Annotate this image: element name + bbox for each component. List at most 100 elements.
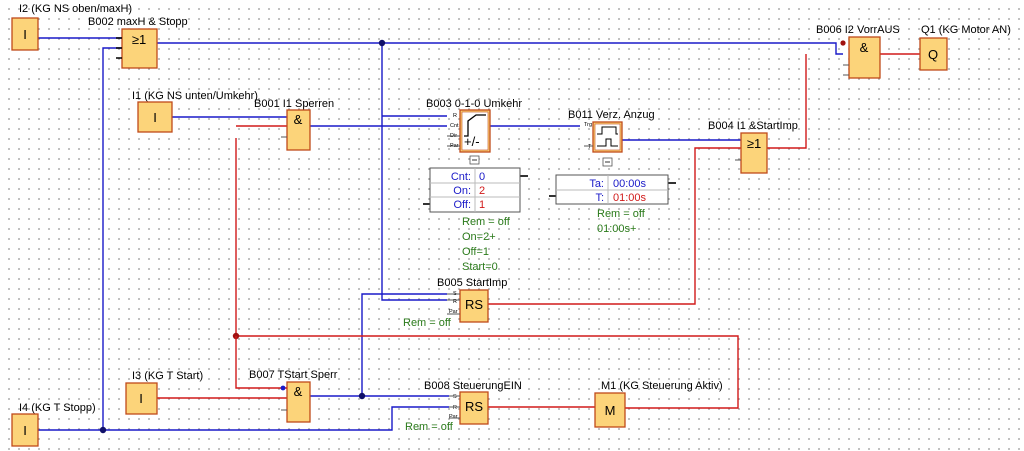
block-b005-label: B005 StartImp [437,277,507,289]
block-b003[interactable]: B003 0-1-0 Umkehr +/- R Cnt Dir Par Cnt:… [426,98,522,273]
block-b007[interactable]: B007 TStart Sperr & [235,336,338,423]
block-b006-body[interactable] [848,36,881,79]
pin-label: Cnt [450,123,459,129]
block-b011-note: 01:00s+ [597,223,636,235]
block-b003-note: Start=0 [462,261,498,273]
block-b003-note: Rem = off [462,216,511,228]
output-m1-block[interactable] [594,392,626,428]
param-key: Cnt: [451,171,471,183]
counter-plusminus-icon: +/- [464,134,480,149]
counter-icon [464,114,486,137]
block-b001-body[interactable] [286,109,311,151]
input-i1[interactable]: I1 (KG NS unten/Umkehr) I [132,90,258,133]
input-i3-symbol: I [139,391,143,406]
on-delay-icon [597,126,618,147]
output-q1-label: Q1 (KG Motor AN) [921,24,1011,36]
input-i1-block[interactable] [137,101,173,133]
block-b008[interactable]: B008 SteuerungEIN RS S R Par Rem = off [405,380,522,433]
block-b003-note: On=2+ [462,231,496,243]
block-b007-body[interactable] [286,381,311,423]
wire-m1-b001 [235,138,739,409]
input-i4-block[interactable] [11,413,39,447]
param-key: Off: [453,199,471,211]
wire-b007-b005 [361,293,447,396]
output-q1-symbol: Q [928,47,938,62]
param-value[interactable]: 1 [479,199,485,211]
block-b011[interactable]: B011 Verz. Anzug Trg T Ta: 00:00s T: 01:… [555,109,669,235]
input-i3-label: I3 (KG T Start) [132,370,203,382]
block-b008-note: Rem = off [405,421,454,433]
output-m1-label: M1 (KG Steuerung Aktiv) [601,380,723,392]
wire-b002-b006 [157,42,843,55]
block-b002-symbol: ≥1 [132,32,146,47]
input-i3[interactable]: I3 (KG T Start) I [125,370,203,415]
block-b008-symbol: RS [465,399,483,414]
param-value[interactable]: 00:00s [613,178,647,190]
pin-stubs [447,293,460,315]
input-i1-symbol: I [153,110,157,125]
input-i4[interactable]: I4 (KG T Stopp) I [11,402,96,447]
block-b004[interactable]: B004 I1 &StartImp ≥1 [708,120,798,174]
param-key: Ta: [589,178,604,190]
negation-dot [280,385,286,391]
block-b004-body[interactable] [740,132,768,174]
input-i3-block[interactable] [125,382,158,415]
block-b005-symbol: RS [465,297,483,312]
block-b003-label: B003 0-1-0 Umkehr [426,98,522,110]
pin-label: R [453,113,457,119]
block-b006-symbol: & [860,40,869,55]
pin-stubs [843,64,849,76]
block-b007-label: B007 TStart Sperr [249,369,338,381]
output-q1[interactable]: Q1 (KG Motor AN) Q [919,24,1011,71]
pin-label: R [453,299,457,305]
block-b008-label: B008 SteuerungEIN [424,380,522,392]
block-b006[interactable]: B006 I2 VorrAUS & [816,24,900,79]
block-b003-note: Off=1 [462,246,489,258]
param-value[interactable]: 0 [479,171,485,183]
block-b008-body[interactable] [459,391,489,425]
pin-label: Trg [584,122,592,128]
output-m1[interactable]: M1 (KG Steuerung Aktiv) M [594,380,723,428]
block-b002[interactable]: B002 maxH & Stopp ≥1 [88,16,188,69]
block-b004-symbol: ≥1 [747,136,761,151]
block-b006-label: B006 I2 VorrAUS [816,24,900,36]
pin-label: T [588,144,592,150]
wire-i4-b002 [38,47,122,431]
output-q1-block[interactable] [919,37,948,71]
wire-i4-b008 [103,406,449,431]
pin-label: R [453,405,457,411]
block-b011-note: Rem = off [597,208,646,220]
block-b001-symbol: & [294,112,303,127]
pin-stubs [116,37,122,59]
pin-label: Par [449,309,458,315]
block-b005-note: Rem = off [403,317,452,329]
param-value[interactable]: 2 [479,185,485,197]
junction-dot [358,392,366,400]
block-b001-label: B001 I1 Sperren [254,98,334,110]
junctions [99,39,846,434]
block-b001[interactable]: B001 I1 Sperren & [254,98,334,151]
counter-face [461,111,489,151]
input-i2[interactable]: I2 (KG NS oben/maxH) I [11,3,132,51]
wires [38,37,920,431]
input-i1-label: I1 (KG NS unten/Umkehr) [132,90,258,102]
block-b002-label: B002 maxH & Stopp [88,16,188,28]
pin-stubs [447,135,460,147]
param-key: T: [595,192,604,204]
junction-dot [840,40,846,46]
wire-m1-b007 [235,336,287,389]
wire-b002-b005-reset [381,43,447,301]
pin-label: Par [449,414,458,420]
block-b005[interactable]: B005 StartImp RS S R Par Rem = off [403,277,507,329]
input-i2-block[interactable] [11,17,39,51]
input-i2-label: I2 (KG NS oben/maxH) [19,3,132,15]
block-b007-symbol: & [294,384,303,399]
param-value[interactable]: 01:00s [613,192,647,204]
junction-dot [378,39,386,47]
input-i4-symbol: I [23,423,27,438]
pin-stubs [449,395,460,419]
block-b005-body[interactable] [459,289,489,323]
block-b011-label: B011 Verz. Anzug [568,109,655,121]
input-i2-symbol: I [23,27,27,42]
